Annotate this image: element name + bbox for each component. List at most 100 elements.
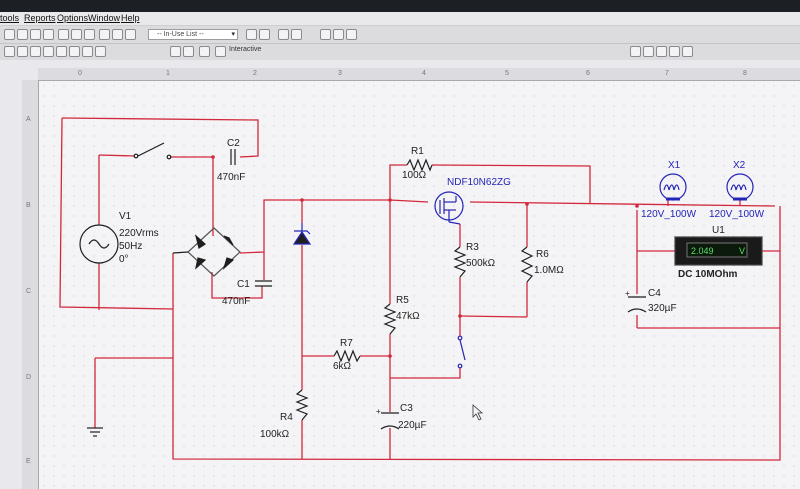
c4-ref: C4 xyxy=(648,288,661,299)
wire-icon[interactable] xyxy=(278,29,289,40)
r4-value: 100kΩ xyxy=(260,429,290,440)
zoom-fit-icon[interactable] xyxy=(346,29,357,40)
menubar: tools Reports Options Window Help xyxy=(0,12,800,26)
transistor-icon[interactable] xyxy=(56,46,67,57)
u1-unit: V xyxy=(739,246,745,256)
switch-j1[interactable] xyxy=(133,142,172,160)
resistor-r1[interactable] xyxy=(406,158,433,172)
ruler-col-label: 7 xyxy=(665,70,669,77)
schematic-sheet[interactable] xyxy=(39,81,800,489)
ruler-row-label: D xyxy=(26,374,32,381)
ttl-icon[interactable] xyxy=(82,46,93,57)
basic-icon[interactable] xyxy=(30,46,41,57)
help-icon[interactable] xyxy=(246,29,257,40)
x1-ref: X1 xyxy=(668,160,681,171)
cmos-icon[interactable] xyxy=(95,46,106,57)
zoom-in-icon[interactable] xyxy=(320,29,331,40)
resistor-r5[interactable] xyxy=(383,303,397,335)
r1-ref: R1 xyxy=(411,146,424,157)
menu-help[interactable]: Help xyxy=(121,13,140,23)
ruler-col-label: 5 xyxy=(505,70,509,77)
components xyxy=(79,142,763,437)
menu-options[interactable]: Options xyxy=(57,13,89,23)
zoom-area-icon[interactable] xyxy=(656,46,667,57)
fullscreen-icon[interactable] xyxy=(682,46,693,57)
chevron-down-icon: ▾ xyxy=(231,31,235,38)
u1-reading: 2.049 xyxy=(691,246,714,256)
r5-value: 47kΩ xyxy=(396,311,420,322)
mosfet-q1[interactable] xyxy=(434,191,464,225)
r6-value: 1.0MΩ xyxy=(534,265,564,276)
switch-pot[interactable] xyxy=(457,335,466,369)
zoom-sheet-icon[interactable] xyxy=(669,46,680,57)
capacitor-c3[interactable] xyxy=(380,412,400,430)
v1-phase: 0° xyxy=(119,254,129,265)
zener-diode[interactable] xyxy=(292,223,312,245)
component-icon[interactable] xyxy=(4,46,15,57)
interactive-icon[interactable] xyxy=(215,46,226,57)
lamp-x1[interactable] xyxy=(659,173,687,201)
menu-reports[interactable]: Reports xyxy=(24,13,56,23)
resistor-r6[interactable] xyxy=(520,246,534,283)
capacitor-c4[interactable] xyxy=(627,296,647,313)
ruler-row-label: A xyxy=(26,116,31,123)
zoom-in-icon[interactable] xyxy=(630,46,641,57)
capacitor-c1[interactable] xyxy=(255,280,272,287)
c3-plus: + xyxy=(376,407,381,416)
zoom-area-icon[interactable] xyxy=(333,29,344,40)
resistor-r4[interactable] xyxy=(295,389,309,421)
v1-value: 220Vrms xyxy=(119,228,159,239)
in-use-list-dropdown[interactable]: -- In-Use List -- ▾ xyxy=(148,29,238,40)
row-ruler: A B C D E xyxy=(22,80,39,489)
pause-icon[interactable] xyxy=(183,46,194,57)
run-icon[interactable] xyxy=(170,46,181,57)
copy-icon[interactable] xyxy=(71,29,82,40)
ruler-col-label: 2 xyxy=(253,70,257,77)
r4-ref: R4 xyxy=(280,412,293,423)
postprocessor-icon[interactable] xyxy=(112,29,123,40)
c1-ref: C1 xyxy=(237,279,250,290)
wires xyxy=(59,117,781,461)
x2-ref: X2 xyxy=(733,160,746,171)
grapher-icon[interactable] xyxy=(99,29,110,40)
ruler-col-label: 4 xyxy=(422,70,426,77)
junction-dots xyxy=(211,155,639,358)
component-labels: V1 220Vrms 50Hz 0° C2 470nF C1 470nF R1 … xyxy=(119,138,765,440)
resistor-r3[interactable] xyxy=(453,246,467,278)
r3-value: 500kΩ xyxy=(466,258,496,269)
u1-ref: U1 xyxy=(712,225,725,236)
ground-symbol xyxy=(87,427,103,437)
r6-ref: R6 xyxy=(536,249,549,260)
v1-frequency: 50Hz xyxy=(119,241,142,252)
paste-icon[interactable] xyxy=(84,29,95,40)
bridge-rectifier[interactable] xyxy=(172,227,241,277)
probe-icon[interactable] xyxy=(259,29,270,40)
save-icon[interactable] xyxy=(30,29,41,40)
menu-tools[interactable]: tools xyxy=(0,13,20,23)
ruler-col-label: 1 xyxy=(166,70,170,77)
lamp-x2[interactable] xyxy=(726,173,754,201)
resistor-r7[interactable] xyxy=(333,349,361,363)
voltmeter-u1[interactable] xyxy=(674,236,763,266)
diode-icon[interactable] xyxy=(43,46,54,57)
mouse-cursor-icon xyxy=(472,404,484,421)
bus-icon[interactable] xyxy=(291,29,302,40)
main-toolbar: -- In-Use List -- ▾ xyxy=(0,26,800,44)
in-use-list-value: -- In-Use List -- xyxy=(157,31,204,38)
zoom-out-icon[interactable] xyxy=(643,46,654,57)
ac-source-v1[interactable] xyxy=(79,224,119,264)
source-icon[interactable] xyxy=(17,46,28,57)
stop-icon[interactable] xyxy=(199,46,210,57)
cut-icon[interactable] xyxy=(58,29,69,40)
print-icon[interactable] xyxy=(43,29,54,40)
r7-value: 6kΩ xyxy=(333,361,352,372)
capacitor-c2[interactable] xyxy=(230,149,236,165)
menu-window[interactable]: Window xyxy=(88,13,121,23)
spreadsheet-icon[interactable] xyxy=(125,29,136,40)
c3-value: 220µF xyxy=(398,420,427,431)
analog-icon[interactable] xyxy=(69,46,80,57)
new-icon[interactable] xyxy=(4,29,15,40)
q1-model: NDF10N62ZG xyxy=(447,177,511,188)
open-icon[interactable] xyxy=(17,29,28,40)
